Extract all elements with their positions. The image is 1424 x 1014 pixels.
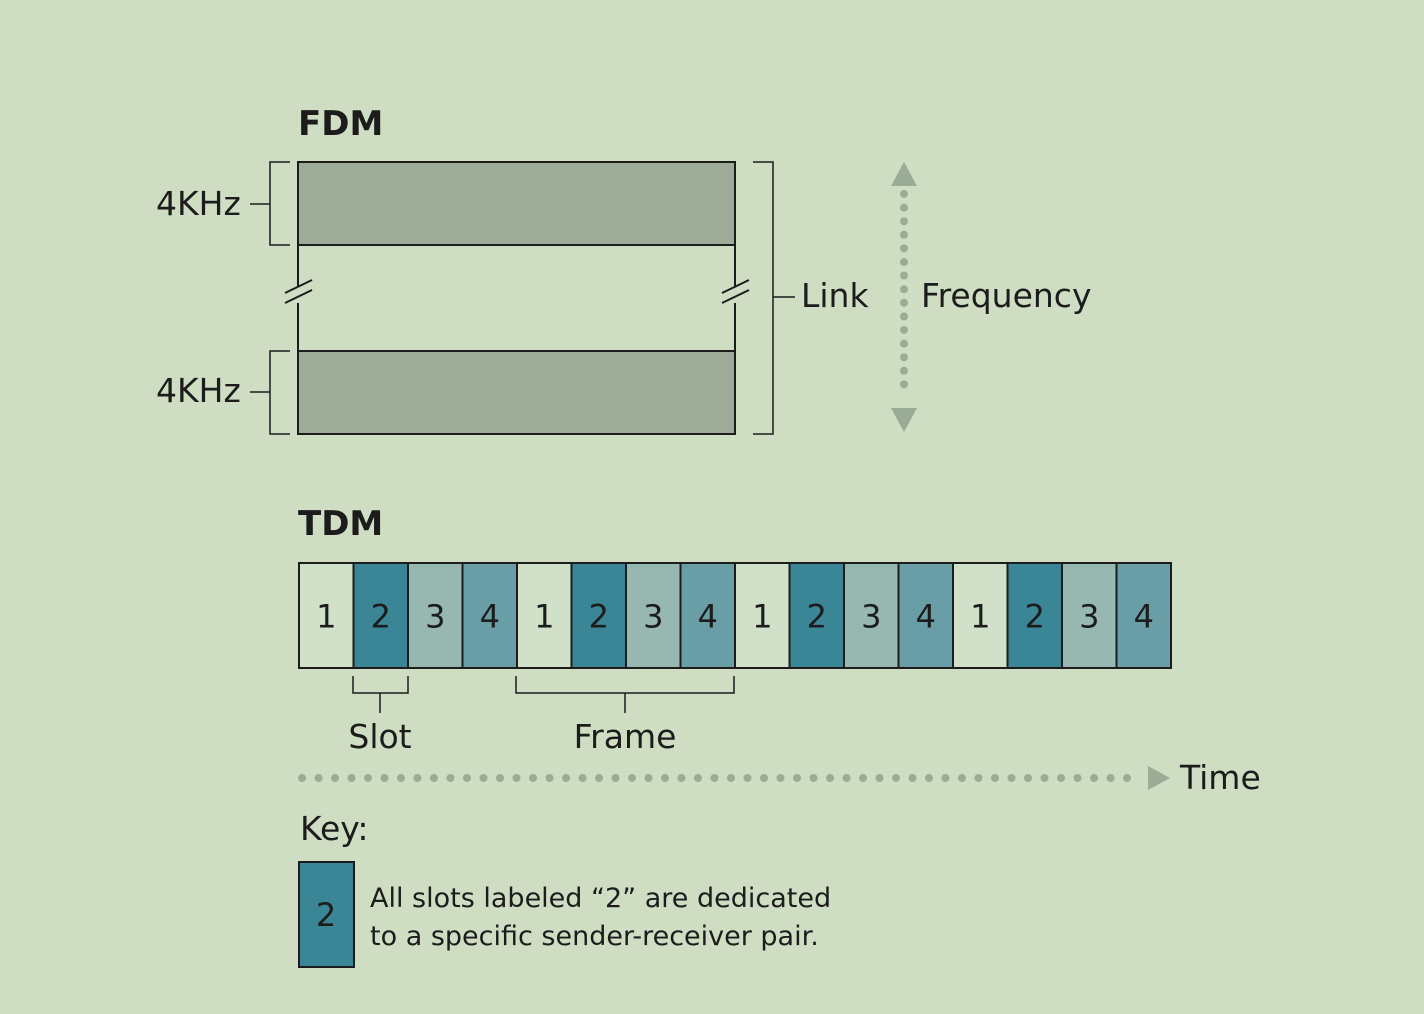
tdm-slot	[570, 562, 627, 669]
tdm-slot	[625, 562, 682, 669]
band-bracket-top	[250, 161, 290, 246]
left-break-mark	[284, 279, 313, 304]
frequency-arrow-icon	[891, 162, 917, 432]
tdm-slot-number: 3	[861, 598, 881, 636]
tdm-slot	[352, 562, 409, 669]
tdm-slot	[1061, 562, 1118, 669]
band-bracket-bottom	[250, 350, 290, 435]
fdm-title: FDM	[298, 104, 383, 144]
tdm-slot	[1006, 562, 1063, 669]
tdm-slot	[952, 562, 1009, 669]
tdm-slot	[516, 562, 573, 669]
link-label: Link	[801, 276, 869, 315]
time-label: Time	[1179, 758, 1261, 797]
fdm-channel	[284, 161, 750, 435]
tdm-slot-number: 1	[970, 598, 990, 636]
tdm-slot-number: 1	[534, 598, 554, 636]
right-break-mark	[721, 279, 750, 304]
tdm-slot-number: 2	[1025, 598, 1045, 636]
tdm-slot	[734, 562, 791, 669]
band-label-bottom: 4KHz	[156, 371, 241, 410]
key-sample-slot-number: 2	[316, 896, 336, 934]
tdm-slot	[897, 562, 954, 669]
slot-label: Slot	[348, 717, 411, 756]
tdm-slot-number: 3	[643, 598, 663, 636]
tdm-slot-number: 1	[316, 598, 336, 636]
tdm-slot-number: 3	[1079, 598, 1099, 636]
tdm-slot-number: 2	[589, 598, 609, 636]
tdm-slot-number: 4	[1134, 598, 1154, 636]
link-bracket	[753, 161, 795, 435]
frequency-label: Frequency	[921, 276, 1091, 315]
time-arrow-icon	[298, 766, 1170, 790]
tdm-slot	[843, 562, 900, 669]
tdm-slot-number: 3	[425, 598, 445, 636]
frame-label: Frame	[574, 717, 677, 756]
tdm-slot-number: 2	[807, 598, 827, 636]
tdm-slot-number: 2	[371, 598, 391, 636]
tdm-slot-number: 1	[752, 598, 772, 636]
fdm-band-bottom	[297, 350, 736, 435]
tdm-slot	[1115, 562, 1172, 669]
slot-bracket	[352, 676, 409, 713]
key-description-line-1: All slots labeled “2” are dedicated	[370, 883, 831, 914]
key-description-line-2: to a specific sender-receiver pair.	[370, 921, 819, 952]
tdm-slot	[298, 562, 355, 669]
tdm-slot-number: 4	[480, 598, 500, 636]
band-label-top: 4KHz	[156, 184, 241, 223]
key-sample-slot	[298, 861, 355, 968]
fdm-band-top	[297, 161, 736, 246]
tdm-slot	[461, 562, 518, 669]
tdm-slot-number: 4	[916, 598, 936, 636]
tdm-title: TDM	[298, 504, 383, 544]
tdm-slot-number: 4	[698, 598, 718, 636]
frame-bracket	[515, 676, 735, 713]
key-title: Key:	[300, 809, 369, 848]
